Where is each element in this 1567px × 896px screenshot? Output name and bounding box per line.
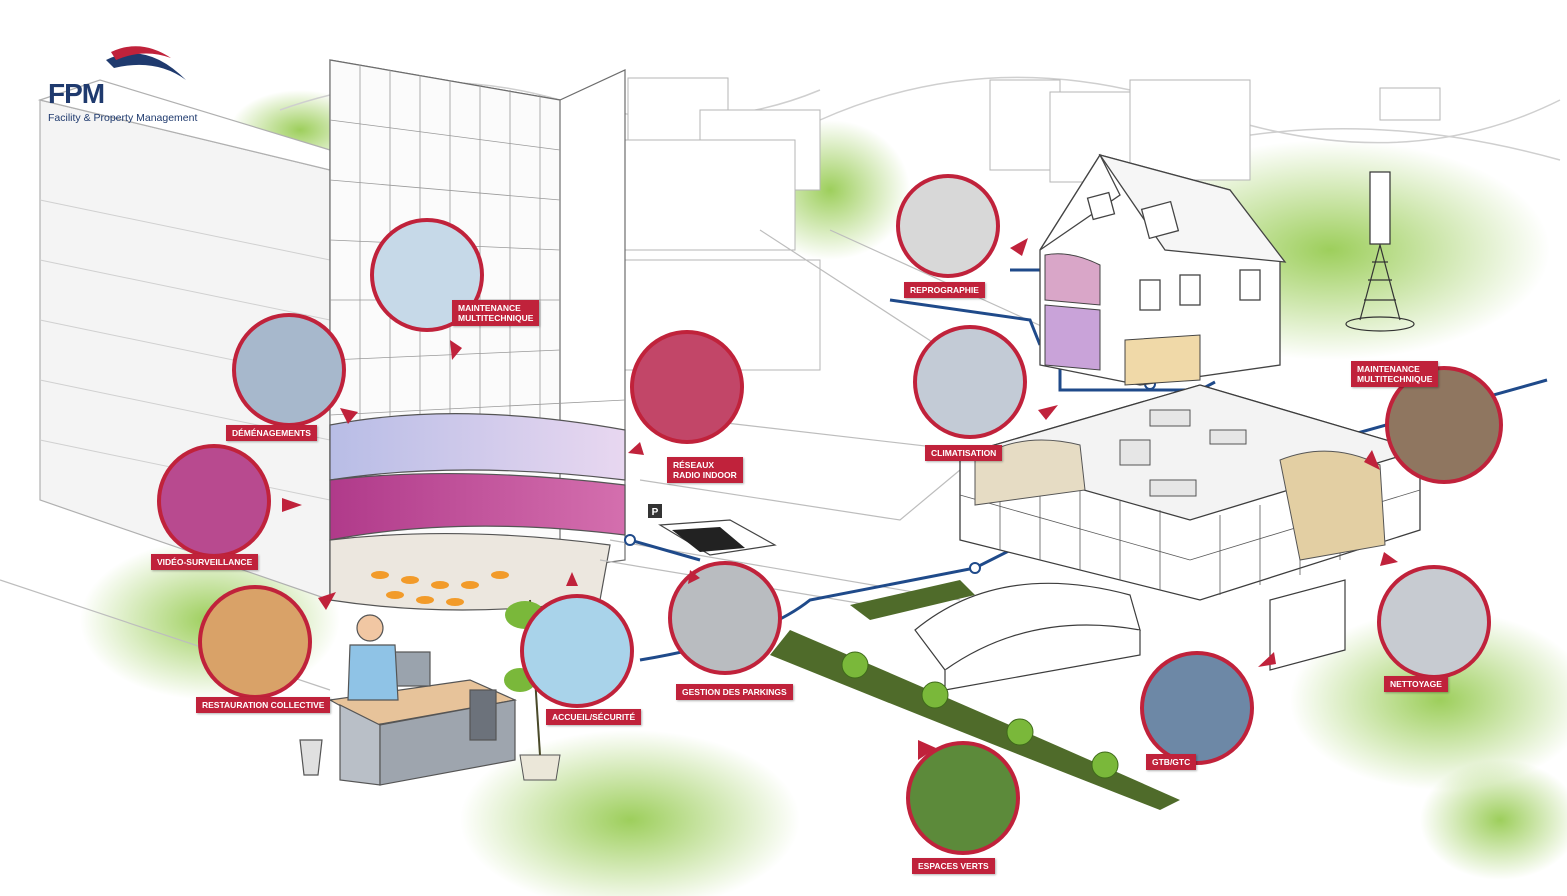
parking-entrance (648, 504, 777, 556)
logo-tagline: Facility & Property Management (48, 112, 198, 124)
label-maintenance-multitechnique-office[interactable]: MAINTENANCE MULTITECHNIQUE (1351, 361, 1439, 387)
label-line2: RADIO INDOOR (673, 470, 737, 480)
office-cutaway-rooms (974, 439, 1386, 561)
label-accueil-securite[interactable]: ACCUEIL/SÉCURITÉ (546, 709, 642, 725)
label-restauration-collective[interactable]: RESTAURATION COLLECTIVE (196, 697, 331, 713)
service-roundels (157, 174, 1503, 855)
label-espaces-verts[interactable]: ESPACES VERTS (912, 858, 995, 874)
label-video-surveillance[interactable]: VIDÉO-SURVEILLANCE (151, 554, 259, 570)
tower-cutaway (329, 413, 626, 611)
label-line1: ESPACES VERTS (918, 861, 989, 871)
fpm-logo: FPM Facility & Property Management (46, 40, 206, 130)
label-maintenance-multitechnique-tower[interactable]: MAINTENANCE MULTITECHNIQUE (452, 300, 540, 326)
glass-tower-grid (329, 65, 626, 420)
label-line1: RÉSEAUX (673, 460, 715, 470)
house-cutaway (1044, 253, 1201, 386)
label-line1: MAINTENANCE (1357, 364, 1420, 374)
label-line1: VIDÉO-SURVEILLANCE (157, 557, 253, 567)
label-line1: GTB/GTC (1152, 757, 1191, 767)
label-reprographie[interactable]: REPROGRAPHIE (904, 282, 985, 298)
label-gestion-des-parkings[interactable]: GESTION DES PARKINGS (676, 684, 793, 700)
label-line2: MULTITECHNIQUE (1357, 374, 1433, 384)
label-gtb-gtc[interactable]: GTB/GTC (1146, 754, 1197, 770)
label-line1: DÉMÉNAGEMENTS (232, 428, 311, 438)
logo-name: FPM (48, 78, 105, 109)
antenna-tower (1345, 171, 1415, 332)
label-line2: MULTITECHNIQUE (458, 313, 534, 323)
strip-trees (841, 651, 1119, 779)
roundel-pointers (282, 238, 1398, 760)
cafeteria-tables (371, 571, 509, 606)
label-line1: RESTAURATION COLLECTIVE (202, 700, 325, 710)
label-line1: MAINTENANCE (458, 303, 521, 313)
logo-swoosh-icon (106, 46, 186, 80)
label-nettoyage[interactable]: NETTOYAGE (1384, 676, 1448, 692)
label-climatisation[interactable]: CLIMATISATION (925, 445, 1003, 461)
label-line1: REPROGRAPHIE (910, 285, 979, 295)
label-line1: ACCUEIL/SÉCURITÉ (552, 712, 636, 722)
parking-sign: P (652, 507, 659, 518)
entrance-canopy (914, 579, 1346, 691)
label-line1: CLIMATISATION (931, 448, 997, 458)
green-strip (770, 580, 1180, 810)
label-reseaux-radio-indoor[interactable]: RÉSEAUX RADIO INDOOR (667, 457, 743, 483)
rooftop-hvac (1119, 409, 1247, 497)
label-line1: GESTION DES PARKINGS (682, 687, 787, 697)
label-demenagements[interactable]: DÉMÉNAGEMENTS (226, 425, 317, 441)
reception-desk (299, 614, 518, 786)
label-line1: NETTOYAGE (1390, 679, 1442, 689)
